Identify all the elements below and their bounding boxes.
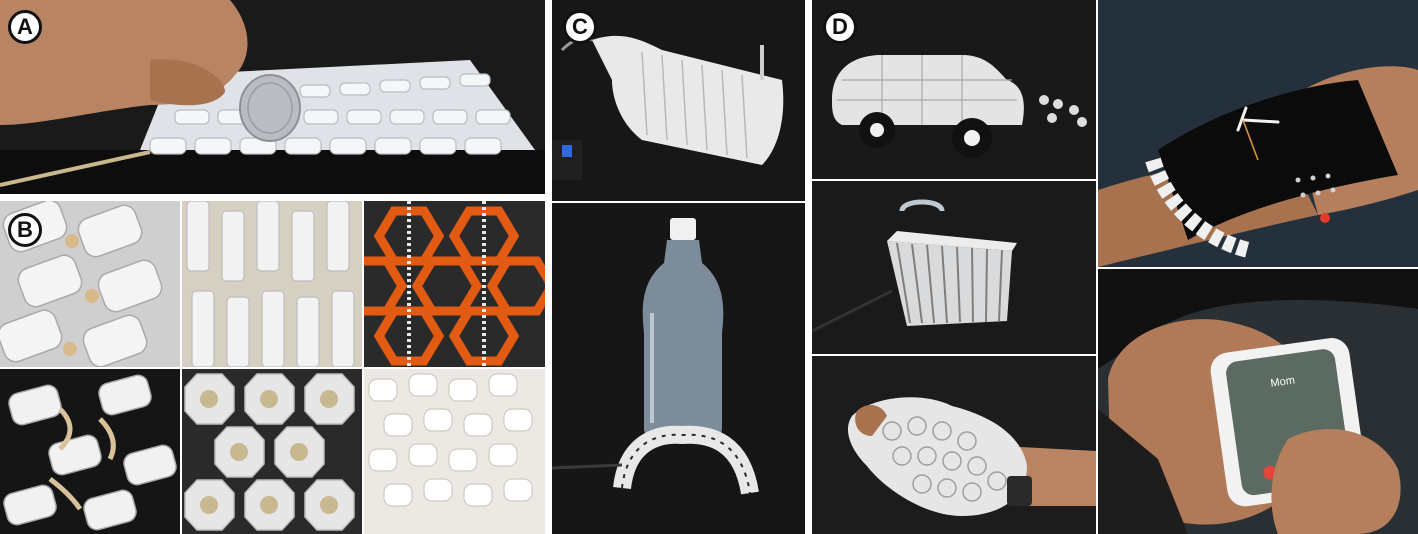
chainmail-car-image [812, 0, 1096, 179]
panel-b-texture-5 [182, 369, 362, 534]
panel-d-photo-glove [812, 356, 1096, 534]
panel-b-label: B [8, 213, 42, 247]
panel-c-photo-bottom [552, 203, 805, 534]
panel-a-photo [0, 0, 545, 194]
vertical-bars-image [182, 201, 362, 367]
panel-c-label: C [563, 10, 597, 44]
phone-case-call-image: Mom [1098, 269, 1418, 534]
woven-basket-image [812, 181, 1096, 354]
panel-b-texture-4 [0, 369, 180, 534]
panel-d-photo-basket [812, 181, 1096, 354]
panel-d-photo-phone: Mom [1098, 269, 1418, 534]
panel-d-label: D [823, 10, 857, 44]
caller-name: Mom [1270, 374, 1296, 389]
panel-d-photo-car [812, 0, 1096, 179]
panel-a-label: A [8, 10, 42, 44]
cylinder-links-image [364, 369, 545, 534]
rope-links-image [0, 369, 180, 534]
panel-b-texture-6 [364, 369, 545, 534]
panel-b-texture-3 [364, 201, 545, 367]
chain-fabric-coin-image [0, 0, 545, 194]
wrist-display-image [1098, 0, 1418, 267]
panel-d-photo-watch [1098, 0, 1418, 267]
octagon-tiles-image [182, 369, 362, 534]
orange-hexagon-mesh-image [364, 201, 545, 367]
bottle-on-actuator-image [552, 203, 805, 534]
mesh-glove-image [812, 356, 1096, 534]
panel-b-texture-2 [182, 201, 362, 367]
